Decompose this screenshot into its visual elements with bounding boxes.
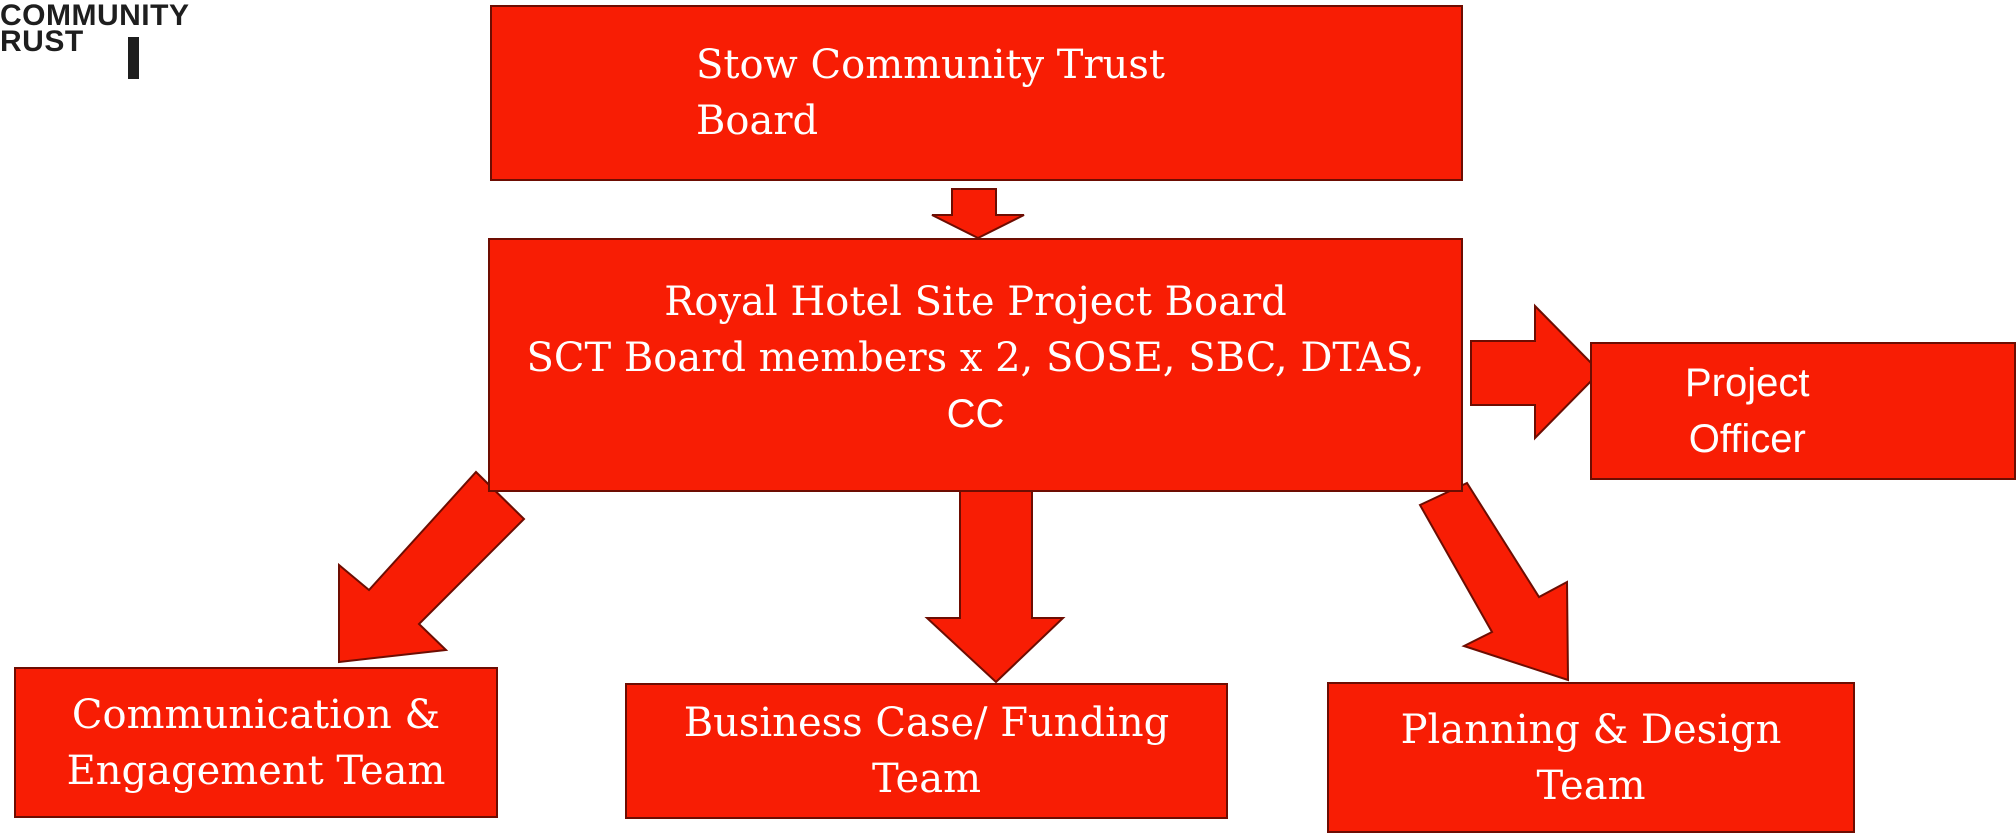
logo-line-2: RUST xyxy=(0,25,84,58)
arrow-project-board-to-comm xyxy=(338,470,526,664)
node-project-officer: Project Officer xyxy=(1590,342,2016,480)
logo-line-1: COMMUNITY xyxy=(0,0,190,32)
node-text-line: Team xyxy=(871,756,981,802)
node-text-line: Planning & Design xyxy=(1400,706,1782,753)
node-stow-community-trust-board: Stow Community Trust Board xyxy=(490,5,1463,181)
node-text-line: Stow Community Trust xyxy=(696,42,1165,88)
node-text-line: Business Case/ Funding xyxy=(683,700,1170,746)
node-text-line: Officer xyxy=(1688,417,1806,461)
node-members-line: SCT Board members x 2, SOSE, SBC, DTAS, xyxy=(526,335,1425,381)
arrow-project-board-to-officer xyxy=(1470,303,1602,441)
node-text-line: Engagement Team xyxy=(66,747,446,794)
node-text-line: Project xyxy=(1685,361,1810,405)
node-text-line: Board xyxy=(696,98,819,144)
node-royal-hotel-site-project-board: Royal Hotel Site Project Board SCT Board… xyxy=(488,238,1463,492)
arrow-project-board-to-planning xyxy=(1418,481,1570,682)
node-communication-engagement-team: Communication & Engagement Team xyxy=(14,667,498,818)
logo-bar xyxy=(128,37,139,79)
node-planning-design-team: Planning & Design Team xyxy=(1327,682,1855,833)
node-text-line: Team xyxy=(1536,762,1646,809)
node-title: Royal Hotel Site Project Board xyxy=(664,279,1287,325)
arrow-project-board-to-business xyxy=(924,477,1066,684)
node-business-case-funding-team: Business Case/ Funding Team xyxy=(625,683,1228,819)
node-members-line: CC xyxy=(946,392,1005,436)
arrow-board-to-project-board xyxy=(931,188,1025,240)
node-text-line: Communication & xyxy=(71,691,441,738)
